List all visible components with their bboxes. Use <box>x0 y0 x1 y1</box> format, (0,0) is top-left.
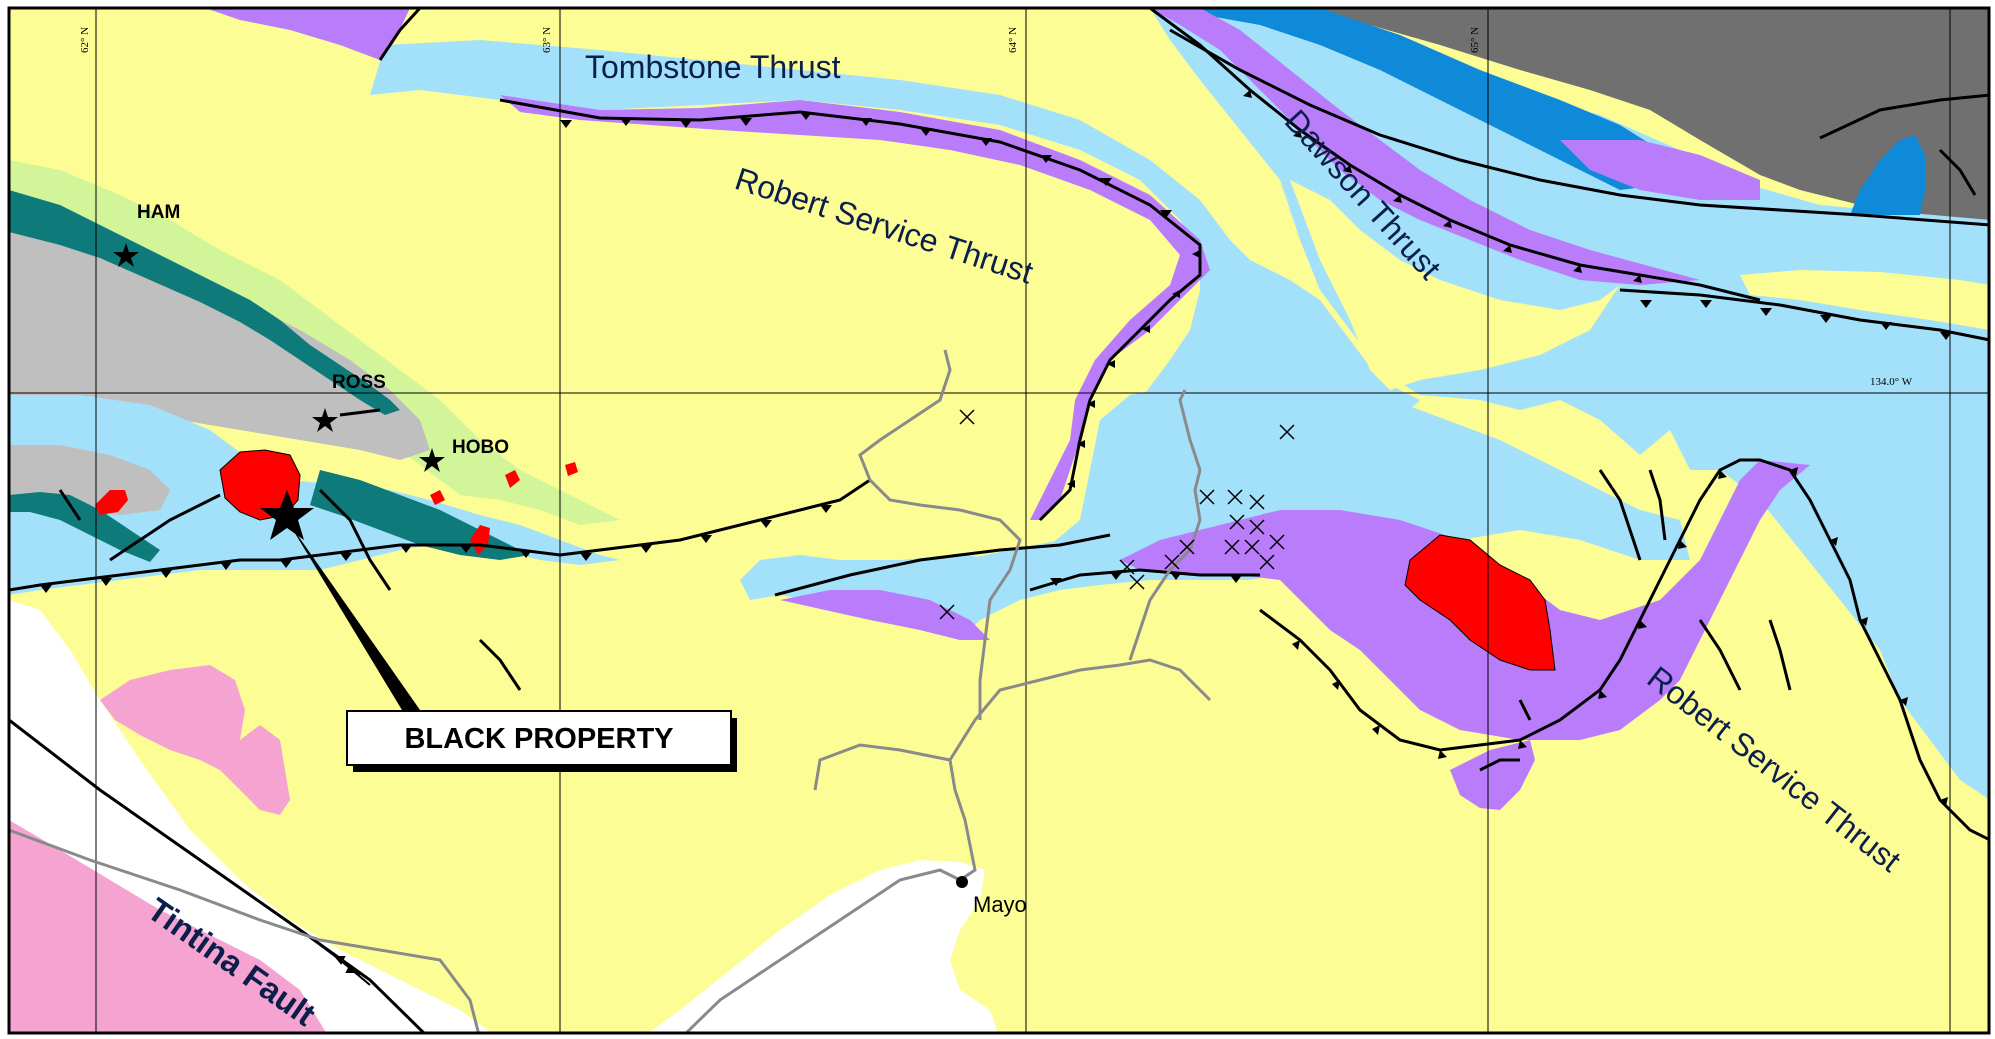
red-intrusion-small-4 <box>565 462 578 476</box>
purple-unit-lens-west <box>780 590 990 640</box>
light-grey-unit-west <box>9 200 430 460</box>
light-blue-unit-east <box>1150 8 1989 800</box>
tintina-fault-arrows <box>319 944 371 986</box>
ham-label: HAM <box>137 202 180 223</box>
callout-pointer <box>287 520 420 715</box>
map-frame <box>7 6 1991 1035</box>
lon-134-label: 134.0° W <box>1870 376 1913 388</box>
hobo-label: HOBO <box>452 437 509 458</box>
red-intrusion-small-3 <box>505 470 520 488</box>
purple-unit-ne-lens <box>1560 140 1760 200</box>
lat-65-label: 65° N <box>1469 27 1481 53</box>
purple-unit-ne <box>1150 8 1700 285</box>
black-property-label: BLACK PROPERTY <box>404 723 673 755</box>
teal-unit-west-upper <box>9 190 400 415</box>
high-angle-faults <box>58 8 1989 721</box>
red-intrusion-black <box>219 449 301 521</box>
purple-unit-lens-south <box>1450 740 1535 810</box>
mine-symbols <box>939 409 1295 620</box>
red-intrusion-small-2 <box>470 525 490 555</box>
purple-unit-top-left <box>205 8 410 60</box>
ross-label: ROSS <box>332 372 386 393</box>
red-intrusion-small-5 <box>430 490 445 505</box>
pink-unit-southwest <box>9 820 327 1033</box>
lat-64-label: 64° N <box>1007 27 1019 53</box>
yellow-unit-dawson <box>1290 180 1620 390</box>
teal-unit-west-lower <box>9 492 160 562</box>
lat-63-label: 63° N <box>541 27 553 53</box>
pink-unit-central <box>100 665 290 815</box>
lat-62-label: 62° N <box>79 27 91 53</box>
red-intrusion-small-1 <box>95 490 128 515</box>
dark-blue-lens <box>1850 135 1925 215</box>
occurrence-stars <box>113 243 445 540</box>
hobo-star-icon <box>419 448 445 472</box>
yellow-unit-east-lens <box>1740 270 1989 330</box>
mayo-town-dot <box>956 876 968 888</box>
black-property-callout: BLACK PROPERTY <box>346 710 737 772</box>
dark-grey-unit-ne <box>1300 8 1989 228</box>
ross-star-icon <box>312 408 338 432</box>
roads <box>9 349 1212 1033</box>
ham-star-icon <box>113 243 139 267</box>
black-property-star-icon <box>260 490 314 540</box>
thrust-faults <box>9 8 1989 842</box>
tintina-fault <box>9 718 427 1033</box>
tombstone-thrust-label: Tombstone Thrust <box>585 49 841 85</box>
red-intrusion-east <box>1404 534 1556 671</box>
graticule <box>9 8 1989 1033</box>
mayo-label: Mayo <box>973 892 1027 917</box>
